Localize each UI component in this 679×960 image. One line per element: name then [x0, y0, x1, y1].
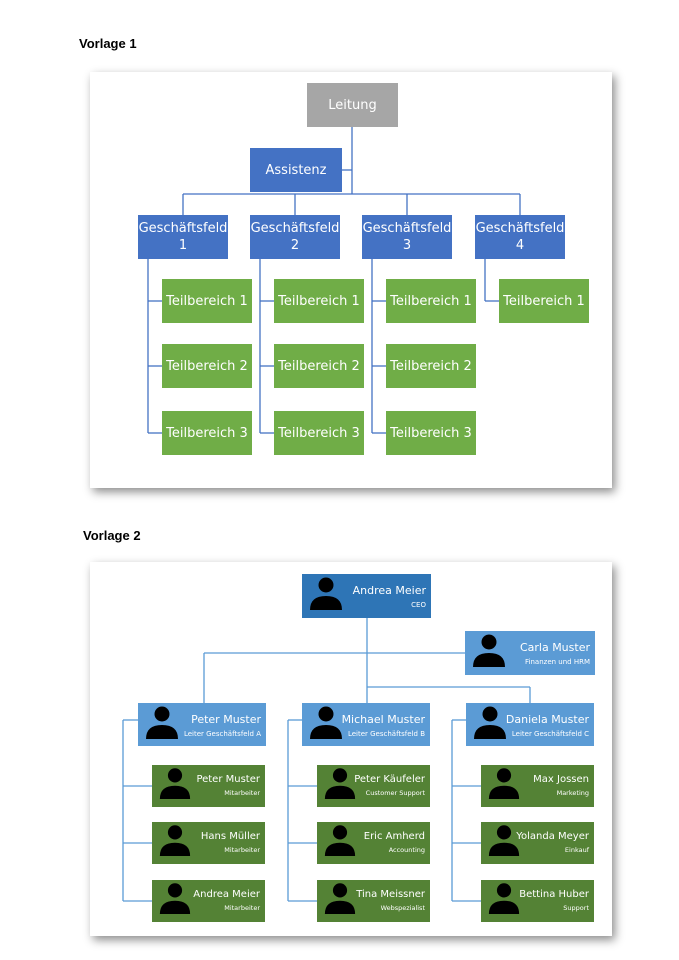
person-name: Hans Müller	[200, 831, 260, 842]
subarea-box: Teilbereich 1	[499, 279, 589, 323]
person-name: Max Jossen	[533, 774, 589, 785]
staff-card: Peter Muster Mitarbeiter	[152, 765, 265, 807]
assistenz-box: Assistenz	[250, 148, 342, 192]
person-icon	[310, 577, 342, 610]
staff-card: Yolanda Meyer Einkauf	[481, 822, 594, 864]
leitung-box: Leitung	[307, 83, 398, 127]
person-icon	[159, 768, 191, 799]
person-role: Mitarbeiter	[224, 789, 260, 797]
staff-card: Andrea Meier Mitarbeiter	[152, 880, 265, 922]
subarea-box: Teilbereich 1	[274, 279, 364, 323]
staff-card: Eric Amherd Accounting	[317, 822, 430, 864]
person-name: Bettina Huber	[519, 889, 589, 900]
assistant-card: Carla Muster Finanzen und HRM	[465, 631, 595, 675]
person-role: Customer Support	[365, 789, 425, 797]
person-icon	[310, 706, 342, 739]
person-icon	[159, 883, 191, 914]
person-name: Peter Käufeler	[354, 774, 425, 785]
subarea-box: Teilbereich 3	[274, 411, 364, 455]
template1-connectors	[147, 127, 521, 434]
subarea-box: Teilbereich 1	[386, 279, 476, 323]
person-role: Support	[563, 904, 589, 912]
division-box: Geschäftsfeld 2	[250, 215, 340, 259]
subarea-box: Teilbereich 2	[386, 344, 476, 388]
person-role: Mitarbeiter	[224, 846, 260, 854]
person-name: Yolanda Meyer	[516, 831, 589, 842]
person-icon	[324, 825, 356, 856]
person-role: Mitarbeiter	[224, 904, 260, 912]
division-box: Geschäftsfeld 3	[362, 215, 452, 259]
person-name: Tina Meissner	[356, 889, 425, 900]
template2-connectors	[122, 618, 531, 902]
person-role: Leiter Geschäftsfeld C	[511, 730, 589, 738]
staff-card: Hans Müller Mitarbeiter	[152, 822, 265, 864]
template2-panel: Andrea Meier CEO Carla Muster Finanzen u…	[90, 562, 612, 936]
person-name: Andrea Meier	[352, 584, 426, 597]
template1-heading: Vorlage 1	[79, 36, 137, 51]
subarea-box: Teilbereich 1	[162, 279, 252, 323]
division-box: Geschäftsfeld 1	[138, 215, 228, 259]
template2-heading: Vorlage 2	[83, 528, 141, 543]
person-icon	[473, 634, 505, 667]
subarea-box: Teilbereich 3	[386, 411, 476, 455]
person-icon	[159, 825, 191, 856]
person-role: Einkauf	[564, 846, 589, 854]
division-box: Geschäftsfeld 4	[475, 215, 565, 259]
person-role: Webspezialist	[380, 904, 425, 912]
staff-card: Peter Käufeler Customer Support	[317, 765, 430, 807]
staff-card: Max Jossen Marketing	[481, 765, 594, 807]
person-icon	[324, 883, 356, 914]
person-role: CEO	[411, 601, 426, 609]
person-name: Peter Muster	[191, 713, 261, 726]
person-icon	[146, 706, 178, 739]
person-icon	[488, 825, 520, 856]
lead-card: Michael Muster Leiter Geschäftsfeld B	[302, 703, 430, 746]
person-icon	[324, 768, 356, 799]
lead-card: Peter Muster Leiter Geschäftsfeld A	[138, 703, 266, 746]
subarea-box: Teilbereich 2	[162, 344, 252, 388]
person-role: Marketing	[556, 789, 589, 797]
person-role: Leiter Geschäftsfeld A	[183, 730, 261, 738]
person-icon	[488, 883, 520, 914]
person-name: Peter Muster	[196, 774, 260, 785]
person-role: Leiter Geschäftsfeld B	[347, 730, 425, 738]
person-icon	[488, 768, 520, 799]
staff-card: Bettina Huber Support	[481, 880, 594, 922]
person-role: Finanzen und HRM	[525, 658, 590, 666]
ceo-card: Andrea Meier CEO	[302, 574, 431, 618]
person-name: Michael Muster	[341, 713, 425, 726]
lead-card: Daniela Muster Leiter Geschäftsfeld C	[466, 703, 594, 746]
person-name: Daniela Muster	[505, 713, 589, 726]
person-name: Carla Muster	[519, 641, 590, 654]
person-role: Accounting	[388, 846, 425, 854]
person-name: Eric Amherd	[363, 831, 425, 842]
template1-panel: Leitung Assistenz Geschäftsfeld 1 Geschä…	[90, 72, 612, 488]
subarea-box: Teilbereich 3	[162, 411, 252, 455]
subarea-box: Teilbereich 2	[274, 344, 364, 388]
staff-card: Tina Meissner Webspezialist	[317, 880, 430, 922]
person-icon	[474, 706, 506, 739]
person-name: Andrea Meier	[193, 889, 260, 900]
